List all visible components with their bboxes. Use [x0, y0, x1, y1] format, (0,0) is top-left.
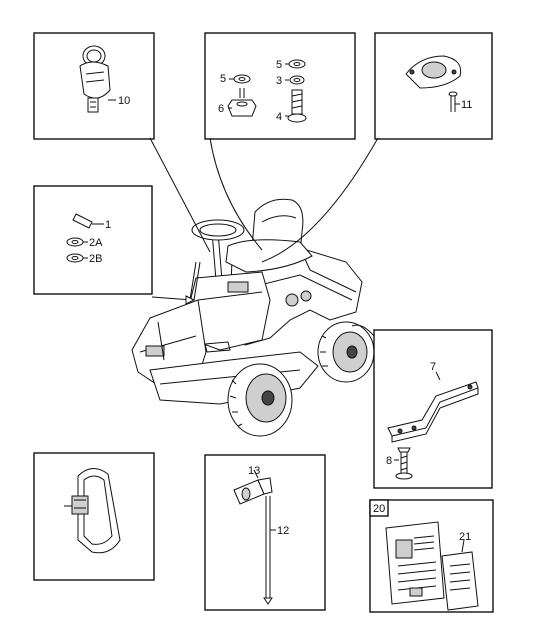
callout-6: 6: [218, 103, 224, 115]
panel-key: 10: [33, 32, 211, 253]
panel-strap: [33, 452, 155, 581]
callout-4: 4: [276, 111, 282, 123]
callout-5-right: 5: [276, 59, 282, 71]
callout-11: 11: [461, 99, 472, 111]
callout-2b: 2B: [89, 253, 102, 265]
panel-manual: 20 21: [369, 499, 494, 613]
panel-rod-tool: 13 12: [204, 454, 326, 611]
callout-2a: 2A: [89, 237, 103, 249]
callout-7: 7: [430, 361, 436, 373]
panel-pin-washers: 1 2A 2B: [33, 185, 196, 305]
key-icon: [79, 45, 111, 113]
callout-13: 13: [248, 465, 260, 477]
callout-20: 20: [373, 503, 385, 515]
callout-10: 10: [118, 95, 130, 107]
callout-3: 3: [276, 75, 282, 87]
callout-1: 1: [105, 219, 111, 231]
callout-8: 8: [386, 455, 392, 467]
callout-5-left: 5: [220, 73, 226, 85]
panel-seat-hardware: 5 6 5 3 4: [204, 32, 356, 251]
panel-seat-knob: 11: [261, 32, 493, 263]
ride-on-mower-illustration: [131, 198, 375, 437]
callout-12: 12: [277, 525, 289, 537]
callout-21: 21: [459, 531, 471, 543]
panel-bracket: 7 8: [351, 324, 493, 489]
